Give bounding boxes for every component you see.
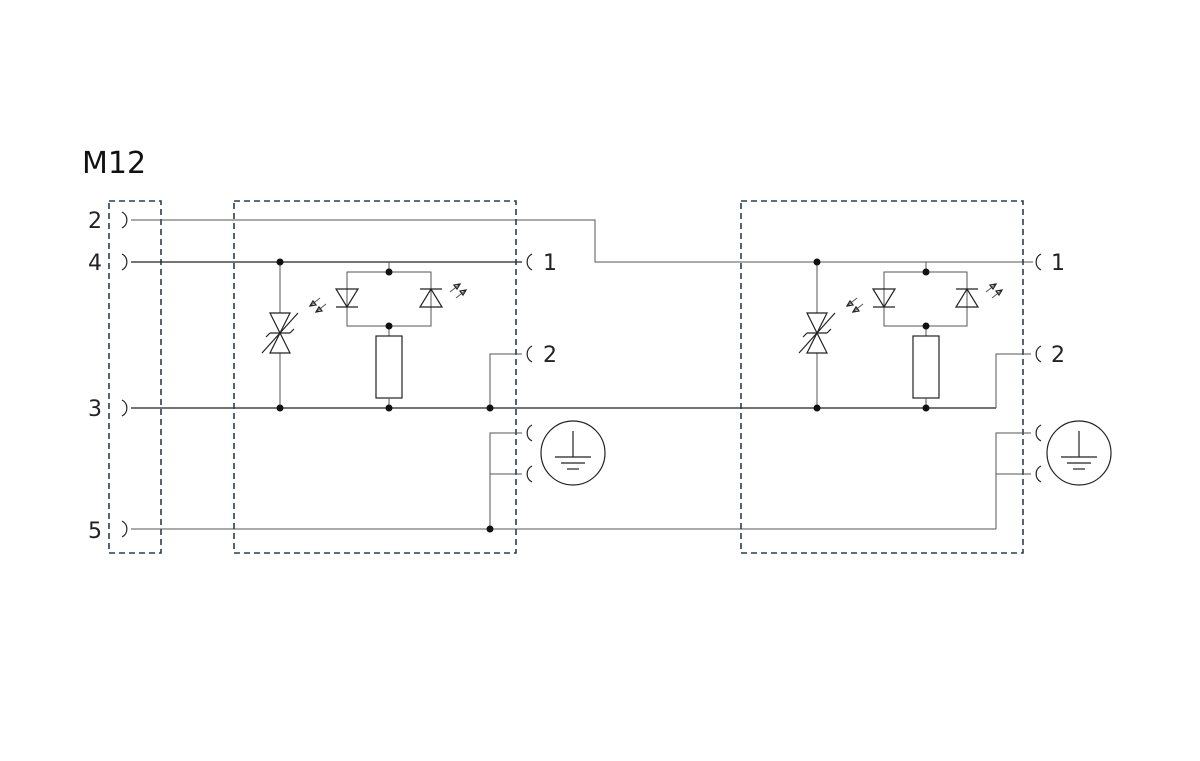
module-2: 1 2	[740, 200, 1112, 554]
resistor-icon	[375, 335, 403, 399]
socket-contact-icon	[1035, 345, 1042, 363]
input-pin-2-label: 2	[88, 209, 102, 234]
led-light-arrows-icon	[985, 283, 1003, 299]
input-connector-frame	[108, 200, 162, 554]
earth-ground-icon	[540, 420, 606, 486]
socket-contact-icon	[1035, 424, 1042, 442]
socket-contact-icon	[121, 399, 128, 417]
led-light-arrows-icon	[449, 283, 467, 299]
zener-diode-icon	[261, 312, 299, 354]
socket-contact-icon	[121, 211, 128, 229]
led-light-arrows-icon	[846, 297, 864, 313]
zener-diode-icon	[798, 312, 836, 354]
socket-contact-icon	[1035, 253, 1042, 271]
module-1-output-2-label: 2	[543, 343, 557, 368]
socket-contact-icon	[1035, 465, 1042, 483]
led-light-arrows-icon	[309, 297, 327, 313]
module-2-output-2-label: 2	[1051, 343, 1065, 368]
module-1-output-1-label: 1	[543, 251, 557, 276]
input-pin-3-label: 3	[88, 397, 102, 422]
wire-pin-2	[131, 219, 1033, 263]
wires	[131, 219, 1033, 530]
socket-contact-icon	[526, 253, 533, 271]
module-2-frame	[740, 200, 1024, 554]
socket-contact-icon	[121, 520, 128, 538]
input-pin-4-label: 4	[88, 251, 102, 276]
earth-ground-icon	[1046, 420, 1112, 486]
socket-contact-icon	[526, 424, 533, 442]
diagram-title: M12	[82, 146, 147, 181]
socket-contact-icon	[121, 253, 128, 271]
input-pin-5-label: 5	[88, 519, 102, 544]
module-1: 1 2	[233, 200, 606, 554]
module-1-frame	[233, 200, 517, 554]
socket-contact-icon	[526, 465, 533, 483]
resistor-icon	[912, 335, 940, 399]
socket-contact-icon	[526, 345, 533, 363]
module-2-output-1-label: 1	[1051, 251, 1065, 276]
input-connector: 2 4 3 5	[88, 200, 162, 554]
